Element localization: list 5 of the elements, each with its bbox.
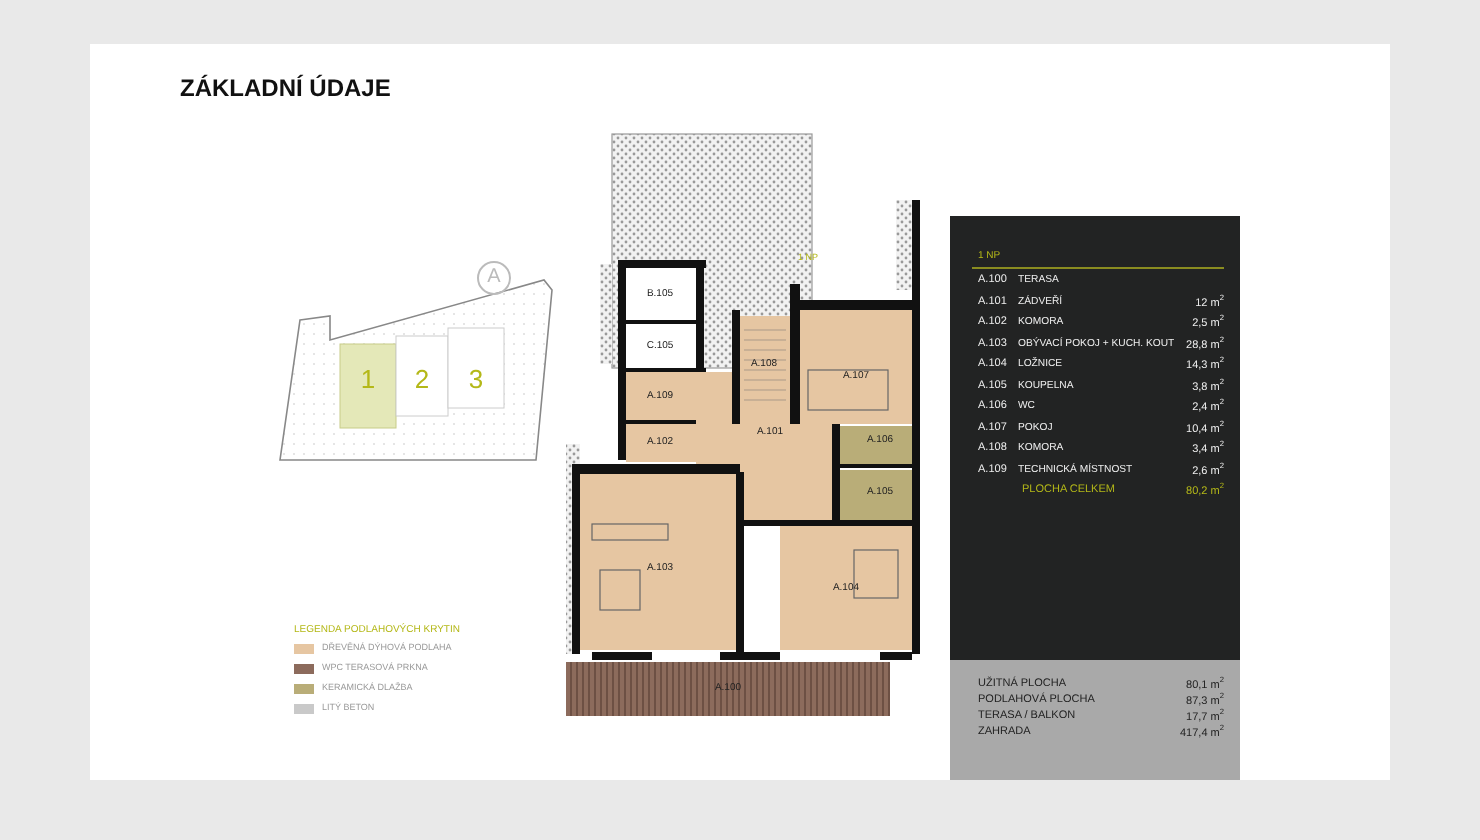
unit-number: 1 [360,366,376,392]
unit-number: 3 [468,366,484,392]
unit-number: 2 [414,366,430,392]
page-title: ZÁKLADNÍ ÚDAJE [180,76,391,100]
building-letter: A [487,268,501,288]
